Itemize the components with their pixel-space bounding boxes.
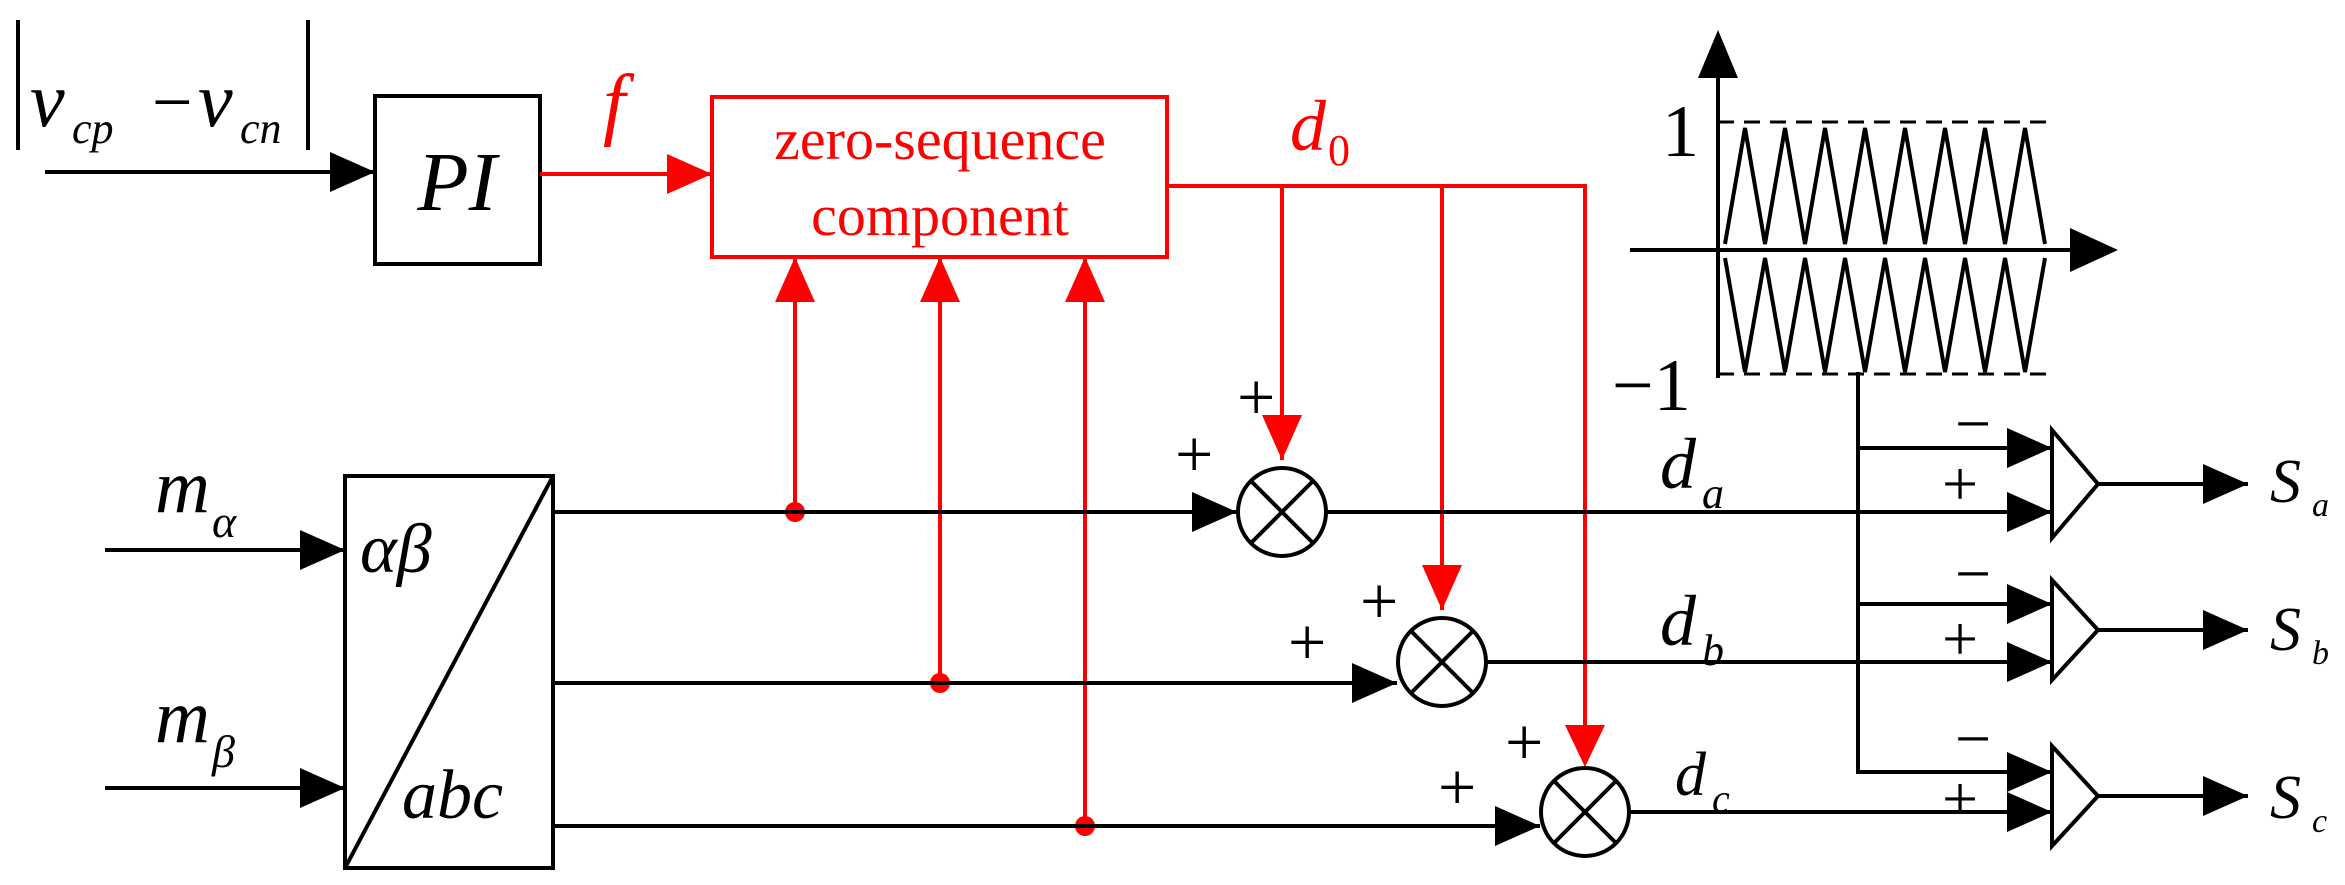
dc-label: d [1675,741,1707,809]
error-input-arrowhead [330,152,375,192]
phase-feedback-taps [775,257,1105,836]
carrier-lower-triangle [1723,257,2047,373]
summer-c-plus-top: + [1505,704,1543,780]
phase-a-arrowhead [1192,492,1237,532]
error-v1: v [30,56,65,143]
summer-c: + + [1438,704,1631,858]
zero-sequence-component-block: zero-sequence component [710,95,1169,259]
sc-label: S [2270,764,2301,832]
f-signal: f [540,60,712,194]
transform-diagonal [343,475,555,869]
d0-arrowhead-a [1262,415,1302,460]
phase-a-line [553,492,1237,532]
db-sub: b [1702,626,1724,675]
m-alpha-input: m α [105,445,345,570]
f-arrowhead [667,154,712,194]
pi-controller-block: PI [373,94,542,266]
tap-b-arrowhead [920,257,960,302]
comparator-a: − + S a [1942,388,2329,544]
phase-c-arrowhead [1495,806,1540,846]
zero-seq-label-line2: component [811,183,1069,248]
error-v2-sub: cn [240,104,282,153]
voltage-error-input: v cp − v cn [16,20,375,192]
error-v2: v [198,56,233,143]
m-beta-arrowhead [300,768,345,808]
zero-seq-label-line1: zero-sequence [774,107,1106,172]
error-v1-sub: cp [72,104,114,153]
duty-c-line: d c [1629,741,2052,832]
sb-sub: b [2312,635,2329,672]
carrier-x-arrowhead [2070,228,2118,272]
m-beta-label: m [155,675,210,759]
sa-sub: a [2312,487,2329,524]
m-beta-input: m β [105,675,345,808]
summer-b-plus-left: + [1288,604,1326,680]
summer-b: + + [1288,563,1488,708]
comparator-b: − + S b [1942,538,2329,686]
comparator-c-plus: + [1942,763,1978,834]
comparator-a-plus: + [1942,448,1978,519]
duty-a-line: d a [1326,424,2052,532]
error-minus-sign: − [152,62,193,142]
summer-b-plus-top: + [1360,563,1398,639]
phase-c-line [553,806,1540,846]
carrier-upper-triangle [1723,127,2047,245]
carrier-upper-label: 1 [1662,91,1699,173]
carrier-lower-label: −1 [1612,345,1691,427]
comparator-a-minus: − [1955,388,1991,459]
tap-c-arrowhead [1065,257,1105,302]
comparator-b-plus: + [1942,603,1978,674]
db-label: d [1660,581,1697,661]
summer-a-plus-top: + [1237,359,1275,435]
comparator-c: − + S c [1942,703,2327,852]
f-label: f [603,60,635,148]
tap-a-arrowhead [775,257,815,302]
m-alpha-arrowhead [300,530,345,570]
dc-sub: c [1712,776,1730,821]
da-label: d [1660,424,1697,504]
sa-label: S [2270,448,2301,516]
carrier-feed-line [1856,372,2052,774]
summer-a: + + [1175,359,1328,558]
carrier-y-arrowhead [1698,30,1738,78]
carrier-waveform: 1 −1 [1612,30,2118,792]
d0-sub: 0 [1328,126,1350,175]
m-beta-sub: β [211,726,235,777]
d0-arrowhead-c [1565,725,1605,767]
comparator-b-minus: − [1955,538,1991,609]
m-alpha-sub: α [212,496,237,547]
transform-bottom-label: abc [402,757,503,834]
phase-b-line [553,663,1397,703]
pi-label: PI [416,136,500,229]
sb-label: S [2270,596,2301,664]
duty-b-line: d b [1486,581,2052,682]
sc-sub: c [2312,803,2327,840]
d0-signal: d 0 [1167,86,1605,767]
d0-label: d [1290,86,1327,166]
summer-a-plus-left: + [1175,416,1213,492]
comparator-c-minus: − [1955,703,1991,774]
phase-b-arrowhead [1352,663,1397,703]
summer-c-plus-left: + [1438,749,1476,825]
transform-top-label: αβ [360,511,432,588]
da-sub: a [1702,469,1724,518]
m-alpha-label: m [155,445,210,529]
d0-arrowhead-b [1422,565,1462,610]
alphabeta-to-abc-transform: αβ abc [343,474,555,870]
